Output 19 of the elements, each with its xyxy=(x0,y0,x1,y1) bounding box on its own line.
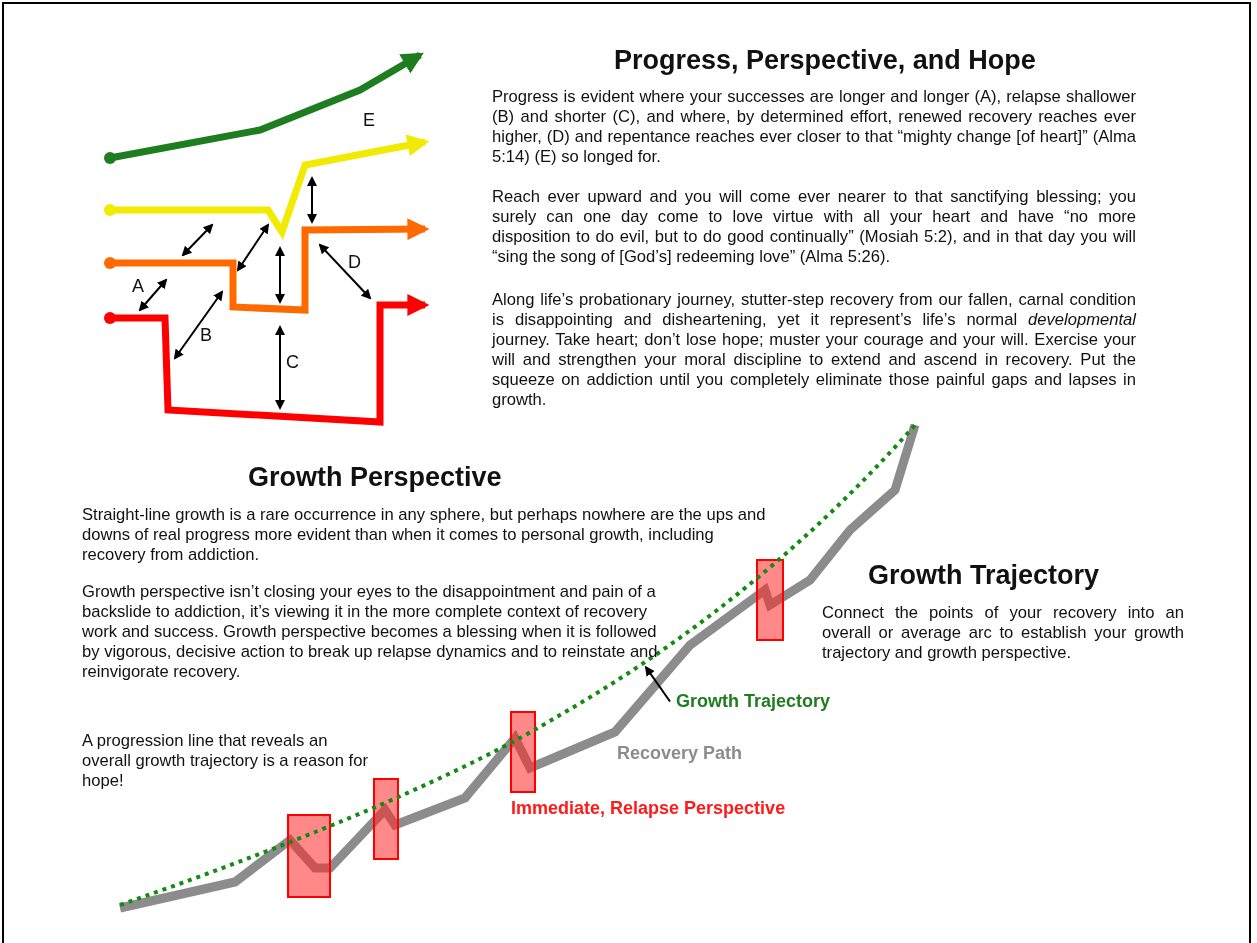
leader-arrow xyxy=(644,665,671,703)
paragraph: Straight-line growth is a rare occurrence in any sphere, but perhaps nowhere are the ups and downs of real progress more evident than when it comes to personal growth, including recovery from addiction. xyxy=(82,505,767,565)
paragraph: Reach ever upward and you will come ever nearer to that sanctifying blessing; you surely can one day come to love virtue with all your heart and have “no more disposition to do evil, but to do good continually” (Mosiah 5:2), and in that day you will “sing the song of [God’s] redeeming love” (Alma 5:26). xyxy=(492,187,1136,267)
paragraph: A progression line that reveals an overall growth trajectory is a reason for hope! xyxy=(82,731,369,791)
line-label: Recovery Path xyxy=(617,743,743,764)
line-label: Growth Trajectory xyxy=(676,691,831,712)
callout-letter: E xyxy=(363,110,375,131)
callout-letter: A xyxy=(132,276,144,297)
paragraph: Along life’s probationary journey, stutter-step recovery from our fallen, carnal condition is disappointing and disheartening, yet it represent’s life’s normal developmental journey. Take heart; don’t lose hope; muster your courage and your will. Exercise your will and strengthen your moral discipline to extend and ascend in recovery. Put the squeeze on addiction until you completely eliminate those painful gaps and lapses in growth. xyxy=(492,290,1136,410)
callout-letter: C xyxy=(286,352,299,373)
callout-letter: D xyxy=(348,252,361,273)
paragraph: Progress is evident where your successes are longer and longer (A), relapse shallower (B) and shorter (C), and where, by determined effort, renewed recovery reaches ever higher, (D) and repentance reaches ever closer to that “mighty change [of heart]” (Alma 5:14) (E) so longed for. xyxy=(492,87,1136,167)
paragraph: Growth perspective isn’t closing your eyes to the disappointment and pain of a backslide to addiction, it’s viewing it in the more complete context of recovery work and success. Growth perspective becomes a blessing when it is followed by vigorous, decisive action to break up relapse dynamics and to reinstate and reinvigorate recovery. xyxy=(82,582,659,682)
heading: Growth Perspective xyxy=(248,462,502,493)
heading: Progress, Perspective, and Hope xyxy=(614,45,1036,76)
paragraph: Connect the points of your recovery into an overall or average arc to establish your growth trajectory and growth perspective. xyxy=(822,603,1184,663)
heading: Growth Trajectory xyxy=(868,560,1100,591)
callout-letter: B xyxy=(200,325,212,346)
line-label: Immediate, Relapse Perspective xyxy=(511,798,786,819)
